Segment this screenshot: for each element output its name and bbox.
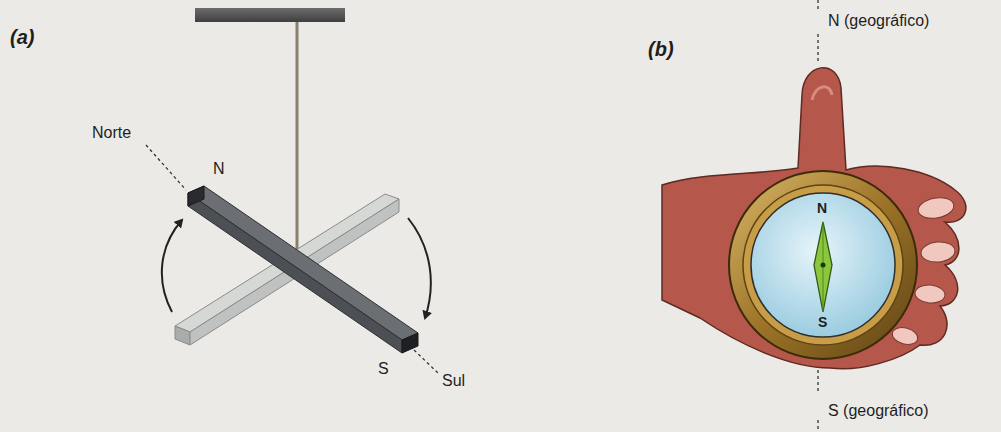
hand-compass xyxy=(662,0,966,432)
ceiling xyxy=(195,8,345,22)
pole-label: N xyxy=(213,160,225,178)
meridian-line xyxy=(817,34,818,62)
hand xyxy=(662,68,966,369)
leader-line xyxy=(414,350,438,373)
direction-label: N (geográfico) xyxy=(828,12,929,30)
compass xyxy=(729,171,917,359)
rotation-arrow xyxy=(162,220,182,312)
pole-label: S xyxy=(378,360,389,378)
compass-letter: N xyxy=(817,201,827,216)
meridian-line xyxy=(817,370,818,392)
direction-label: Sul xyxy=(442,372,465,390)
direction-label: Norte xyxy=(92,124,131,142)
direction-label: S (geográfico) xyxy=(828,402,929,420)
suspended-magnet xyxy=(146,8,438,373)
string xyxy=(296,22,299,262)
leader-line xyxy=(146,145,186,190)
rotation-arrow xyxy=(408,218,431,318)
panel-label: (a) xyxy=(10,26,34,48)
panel-label: (b) xyxy=(648,38,674,60)
compass-letter: S xyxy=(818,315,827,330)
compass-needle xyxy=(814,222,832,312)
